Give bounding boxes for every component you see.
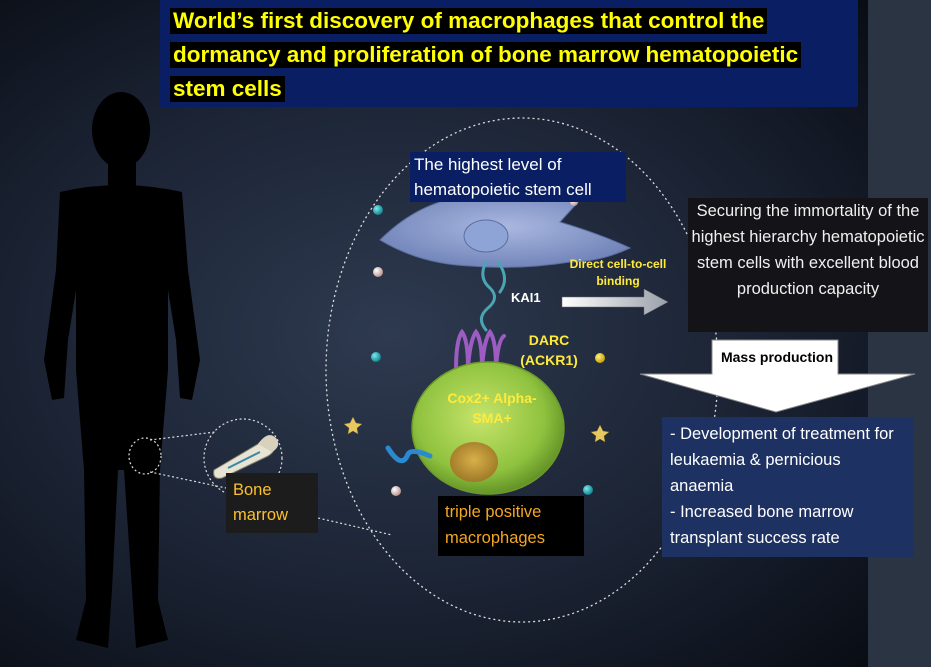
mass-production-arrow-icon	[639, 339, 916, 413]
particle-pink	[391, 486, 401, 496]
particle-star	[590, 424, 610, 443]
particle-teal	[583, 485, 593, 495]
particle-star	[343, 416, 363, 435]
human-silhouette	[44, 92, 200, 648]
macrophage-nucleus	[450, 442, 498, 482]
particle-teal	[373, 205, 383, 215]
bone-icon	[213, 435, 279, 479]
macrophage-cell	[411, 361, 565, 495]
kai1-label: KAI1	[511, 290, 541, 305]
stem-cell-label: The highest level of hematopoietic stem …	[410, 152, 626, 202]
outcome-box: Securing the immortality of the highest …	[688, 198, 928, 332]
zoom-line-upper	[149, 431, 216, 441]
direct-binding-label: Direct cell-to-cell binding	[569, 257, 667, 288]
benefit-item: - Development of treatment for leukaemia…	[670, 425, 894, 495]
knee-highlight	[128, 437, 162, 475]
benefit-item: - Increased bone marrow transplant succe…	[670, 503, 854, 547]
kai1-molecule	[480, 260, 506, 332]
hematopoietic-stem-cell	[379, 193, 632, 268]
right-side-panel	[868, 0, 931, 667]
y-receptor-icon	[385, 445, 433, 464]
macrophage-markers-label: Cox2+ Alpha-SMA+	[447, 390, 537, 426]
particle-gold	[595, 353, 605, 363]
particle-teal	[371, 352, 381, 362]
bone-detail-circle	[203, 418, 283, 498]
benefits-box: - Development of treatment for leukaemia…	[662, 417, 914, 557]
binding-arrow-icon	[561, 288, 669, 316]
diagram-title: World’s first discovery of macrophages t…	[170, 4, 850, 106]
bone-marrow-label: Bone marrow	[226, 473, 318, 533]
mass-production-label: Mass production	[720, 349, 833, 365]
particle-pink	[373, 267, 383, 277]
zoom-line-lower	[149, 471, 227, 489]
macrophage-label: triple positive macrophages	[438, 496, 584, 556]
darc-label: DARC (ACKR1)	[520, 332, 578, 368]
zoom-line-bone-to-cell	[304, 514, 393, 536]
